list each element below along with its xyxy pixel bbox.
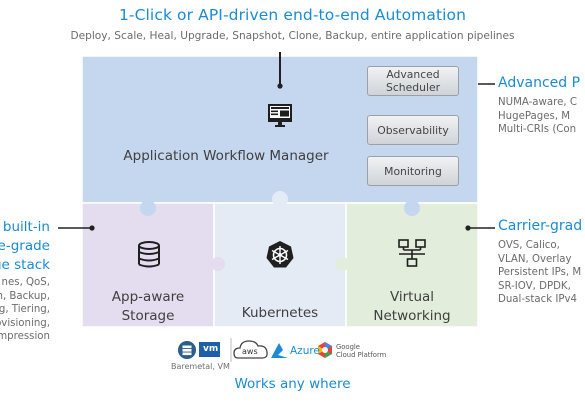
kubernetes-label: Kubernetes xyxy=(241,305,319,321)
advanced-features-line: NUMA-aware, C xyxy=(498,97,577,108)
carrier-grade-line: VLAN, Overlay xyxy=(498,253,572,265)
advanced-scheduler-line-1: Advanced xyxy=(386,68,440,81)
vm-badge: vm xyxy=(203,344,219,354)
carrier-grade-title: Carrier-grad xyxy=(498,218,583,234)
storage-features-line: nes, QoS, xyxy=(1,277,50,288)
kubernetes-helm-icon xyxy=(266,241,294,268)
puzzle-knob xyxy=(404,200,420,216)
advanced-features-title: Advanced P xyxy=(498,75,581,91)
vm-badge-bg xyxy=(199,342,220,357)
works-anywhere-label: Works any where xyxy=(234,376,351,392)
observability-button[interactable]: Observability xyxy=(367,115,459,145)
aws-cloud-icon xyxy=(233,340,268,359)
storage-features-line: g, Tiering, xyxy=(0,304,50,316)
workflow-manager-label: Application Workflow Manager xyxy=(123,148,329,164)
carrier-grade-list: OVS, Calico, VLAN, Overlay Persistent IP… xyxy=(498,239,581,307)
networking-label-line-2: Networking xyxy=(373,308,451,324)
networking-label-line-1: Virtual xyxy=(389,289,435,305)
google-cloud-line: Cloud Platform xyxy=(336,351,387,359)
puzzle-knob xyxy=(335,257,349,271)
database-icon xyxy=(138,241,160,268)
storage-features-line: mpression xyxy=(0,331,50,343)
carrier-grade-line: SR-IOV, DPDK, xyxy=(498,280,571,292)
google-cloud-line: Google xyxy=(336,343,360,351)
storage-features-list: nes, QoS, n, Backup, g, Tiering, ovision… xyxy=(0,276,50,344)
azure-label: Azure xyxy=(290,345,320,357)
advanced-features-line: HugePages, M xyxy=(498,110,571,122)
storage-stack-title-line: e-grade xyxy=(0,238,50,254)
google-cloud-label: Google Cloud Platform xyxy=(336,343,386,359)
connector-dot xyxy=(277,83,283,89)
automation-title: 1-Click or API-driven end-to-end Automat… xyxy=(118,6,467,24)
puzzle-knob xyxy=(211,257,225,271)
storage-label-line-1: App-aware xyxy=(111,289,185,305)
networking-panel xyxy=(345,202,479,328)
dashboard-monitor-icon xyxy=(268,104,292,127)
network-topology-icon xyxy=(398,239,426,267)
storage-features-line: n, Backup, xyxy=(0,290,50,302)
monitoring-button[interactable]: Monitoring xyxy=(367,156,459,186)
storage-label: App-aware Storage xyxy=(82,288,214,326)
networking-label: Virtual Networking xyxy=(346,288,478,326)
azure-logo-icon xyxy=(271,343,288,358)
puzzle-knob xyxy=(140,200,156,216)
advanced-features-line: Multi-CRIs (Con xyxy=(498,124,577,136)
carrier-grade-line: OVS, Calico, xyxy=(498,240,560,251)
storage-features-line: ovisioning, xyxy=(0,317,50,329)
baremetal-label: Baremetal, VM xyxy=(171,362,230,371)
storage-label-line-2: Storage xyxy=(121,308,175,324)
advanced-features-list: NUMA-aware, C HugePages, M Multi-CRIs (C… xyxy=(498,96,577,137)
aws-label: aws xyxy=(242,347,258,356)
google-cloud-icon xyxy=(318,342,332,358)
automation-subtitle: Deploy, Scale, Heal, Upgrade, Snapshot, … xyxy=(70,30,515,42)
advanced-scheduler-line-2: Scheduler xyxy=(385,81,441,94)
storage-stack-title-line: built-in xyxy=(2,219,50,235)
storage-stack-title: built-in e-grade ge stack xyxy=(0,218,50,275)
puzzle-knob xyxy=(272,191,288,207)
connector-dot xyxy=(89,225,95,231)
carrier-grade-line: Dual-stack IPv4 xyxy=(498,294,577,306)
advanced-scheduler-button[interactable]: Advanced Scheduler xyxy=(367,66,459,96)
baremetal-server-icon xyxy=(178,341,196,359)
storage-stack-title-line: ge stack xyxy=(0,257,50,273)
carrier-grade-line: Persistent IPs, M xyxy=(498,267,582,279)
connector-dot xyxy=(465,225,471,231)
